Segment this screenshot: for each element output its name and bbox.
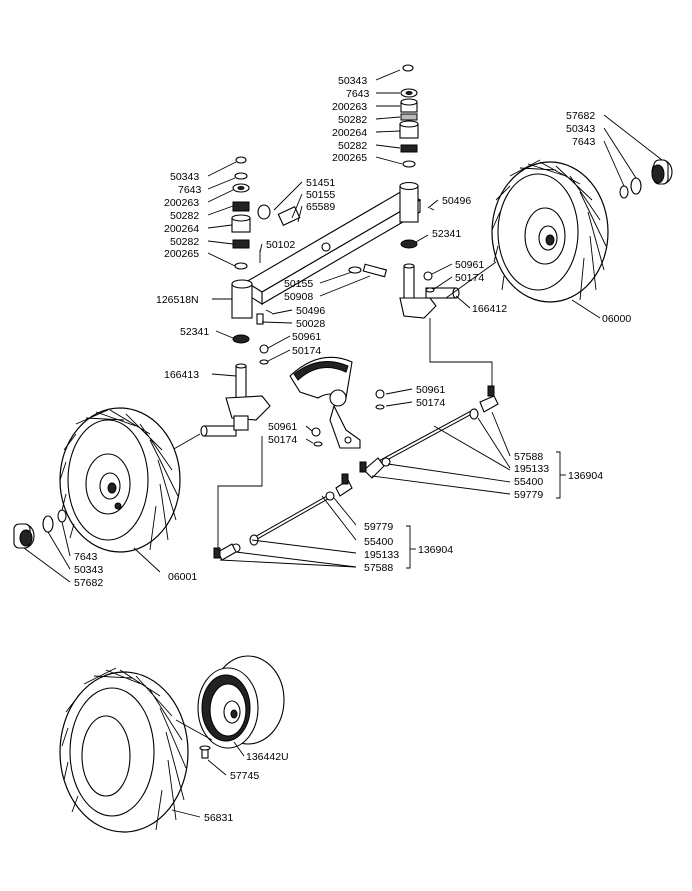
callout-f1: 50155 <box>284 278 313 290</box>
callout-i4: 59779 <box>514 489 543 501</box>
callout-b2: 7643 <box>346 88 370 100</box>
callout-b7: 200265 <box>332 152 367 164</box>
callout-j3: 195133 <box>364 549 399 561</box>
callout-a4: 50282 <box>170 210 199 222</box>
callout-f2: 50908 <box>284 291 313 303</box>
right-hubcap-group <box>619 159 673 199</box>
callout-a1: 50343 <box>170 171 199 183</box>
callout-e2: 50343 <box>566 123 595 135</box>
callout-k1: 7643 <box>74 551 98 563</box>
upper-right-stack <box>399 64 419 168</box>
callout-i3: 55400 <box>514 476 543 488</box>
callout-c1: 51451 <box>306 177 335 189</box>
callout-k2: 50343 <box>74 564 103 576</box>
callout-d1: 50496 <box>442 195 471 207</box>
callout-h2: 50174 <box>416 397 445 409</box>
callout-g1: 52341 <box>180 326 209 338</box>
callout-g4: 166413 <box>164 369 199 381</box>
callout-j5: 136904 <box>418 544 453 556</box>
callout-d3: 50961 <box>455 259 484 271</box>
callout-c3: 65589 <box>306 201 335 213</box>
upper-left-stack <box>231 156 251 270</box>
callout-k3: 57682 <box>74 577 103 589</box>
left-wheel-06001 <box>59 407 181 553</box>
callout-d5: 166412 <box>472 303 507 315</box>
callout-a7: 200265 <box>164 248 199 260</box>
callout-b4: 50282 <box>338 114 367 126</box>
right-wheel-06000 <box>491 159 609 303</box>
callout-a3: 200263 <box>164 197 199 209</box>
callout-e3: 7643 <box>572 136 596 148</box>
left-tie-rod <box>213 473 353 561</box>
callout-f4: 50496 <box>296 305 325 317</box>
callout-d2: 52341 <box>432 228 461 240</box>
callout-d6: 06000 <box>602 313 631 325</box>
callout-b5: 200264 <box>332 127 367 139</box>
callout-b3: 200263 <box>332 101 367 113</box>
callout-b6: 50282 <box>338 140 367 152</box>
callout-j1: 59779 <box>364 521 393 533</box>
left-spindle-166413 <box>200 363 271 437</box>
left-hubcap-group <box>13 509 67 549</box>
callout-h1: 50961 <box>416 384 445 396</box>
callout-m1: 136442U <box>246 751 289 763</box>
callout-i5: 136904 <box>568 470 603 482</box>
callout-f3: 126518N <box>156 294 199 306</box>
bottom-tire-56831 <box>59 667 189 833</box>
callout-j2: 55400 <box>364 536 393 548</box>
right-tie-rod <box>359 385 499 479</box>
callout-b1: 50343 <box>338 75 367 87</box>
callout-j4: 57588 <box>364 562 393 574</box>
callout-a2: 7643 <box>178 184 202 196</box>
steering-sector <box>289 356 361 449</box>
front-axle-beam <box>231 181 435 325</box>
callout-g2: 50961 <box>292 331 321 343</box>
callout-k4: 06001 <box>168 571 197 583</box>
wheel-rim-136442U <box>197 655 285 749</box>
callout-m2: 57745 <box>230 770 259 782</box>
callout-h4: 50174 <box>268 434 297 446</box>
callout-e1: 57682 <box>566 110 595 122</box>
callout-i2: 195133 <box>514 463 549 475</box>
callout-a6: 50282 <box>170 236 199 248</box>
callout-c2: 50155 <box>306 189 335 201</box>
upper-right-leaders <box>375 69 403 165</box>
callout-g3: 50174 <box>292 345 321 357</box>
callout-d4: 50174 <box>455 272 484 284</box>
callout-i1: 57588 <box>514 451 543 463</box>
callout-c4: 50102 <box>266 239 295 251</box>
callout-m3: 56831 <box>204 812 233 824</box>
callout-h3: 50961 <box>268 421 297 433</box>
upper-left-leaders <box>207 161 237 267</box>
callout-a5: 200264 <box>164 223 199 235</box>
right-spindle-166412 <box>399 263 460 319</box>
callout-f5: 50028 <box>296 318 325 330</box>
